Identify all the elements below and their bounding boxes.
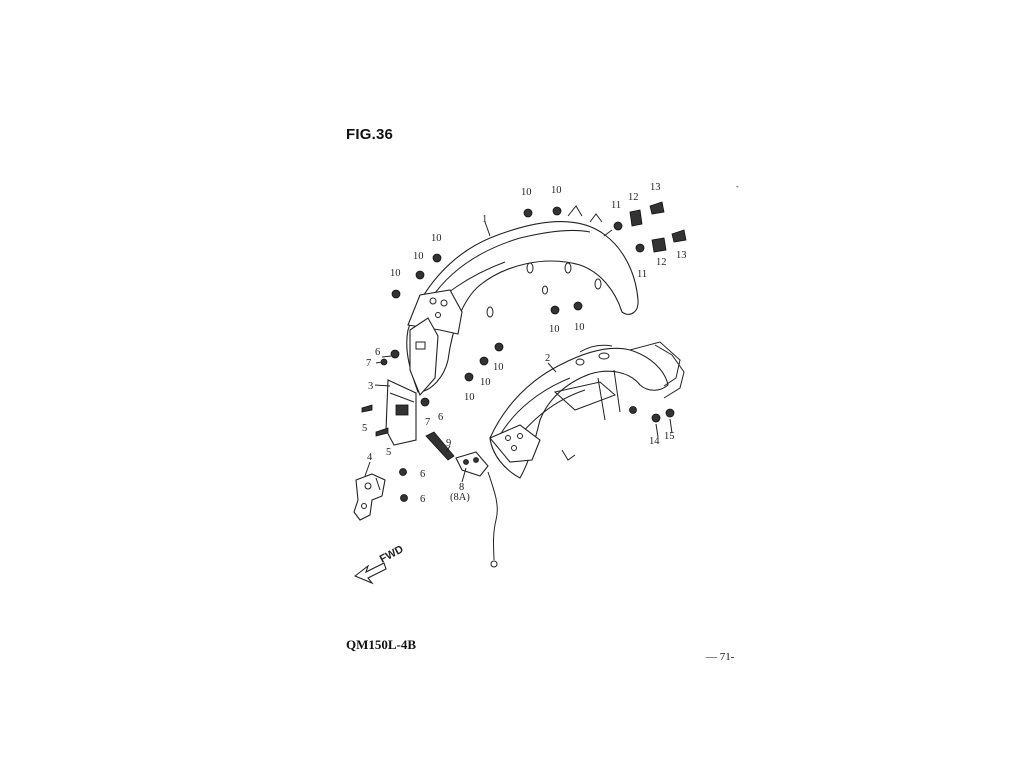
callout-10a: 10: [521, 187, 532, 198]
callout-6d: 6: [420, 494, 425, 505]
license-plate-bracket-part: [385, 379, 417, 446]
callout-5a: 5: [362, 423, 367, 434]
mounting-bracket-part: [353, 473, 386, 521]
callout-6a: 6: [375, 347, 380, 358]
callout-8a: (8A): [450, 492, 470, 503]
callout-10g: 10: [574, 322, 585, 333]
callout-2: 2: [545, 353, 550, 364]
margin-mark: -: [736, 182, 739, 191]
callout-10h: 10: [493, 362, 504, 373]
callout-8: 8: [459, 482, 464, 493]
callout-3: 3: [368, 381, 373, 392]
rear-fender-part: [406, 205, 639, 397]
fwd-label: FWD: [378, 543, 406, 565]
page-number: — 71-: [706, 651, 735, 663]
callout-7b: 7: [425, 417, 430, 428]
callout-12b: 12: [656, 257, 667, 268]
leader-lines: [364, 221, 673, 483]
callout-4: 4: [367, 452, 373, 463]
callout-10f: 10: [549, 324, 560, 335]
callout-13b: 13: [676, 250, 687, 261]
wiring-bracket-part: [425, 431, 498, 568]
forward-direction-arrow: FWD: [353, 543, 406, 585]
callout-labels: 1 2 3 4 5 5 6 6 6 6 7 7 8 (8A) 9 10 10 1…: [362, 182, 687, 505]
callout-10c: 10: [431, 233, 442, 244]
callout-14: 14: [649, 436, 660, 447]
inner-fender-part: [489, 341, 685, 479]
figure-title: FIG.36: [346, 126, 394, 143]
callout-9: 9: [446, 438, 451, 449]
callout-10b: 10: [551, 185, 562, 196]
hardware-group: [361, 201, 687, 502]
callout-13a: 13: [650, 182, 661, 193]
callout-6c: 6: [420, 469, 425, 480]
callout-7a: 7: [366, 358, 371, 369]
model-number: QM150L-4B: [346, 637, 417, 652]
callout-5b: 5: [386, 447, 391, 458]
callout-11a: 11: [611, 200, 621, 211]
callout-10j: 10: [464, 392, 475, 403]
callout-11b: 11: [637, 269, 647, 280]
callout-6b: 6: [438, 412, 443, 423]
callout-12a: 12: [628, 192, 639, 203]
callout-1: 1: [482, 214, 487, 225]
callout-10e: 10: [390, 268, 401, 279]
callout-15: 15: [664, 431, 675, 442]
callout-10i: 10: [480, 377, 491, 388]
callout-10d: 10: [413, 251, 424, 262]
